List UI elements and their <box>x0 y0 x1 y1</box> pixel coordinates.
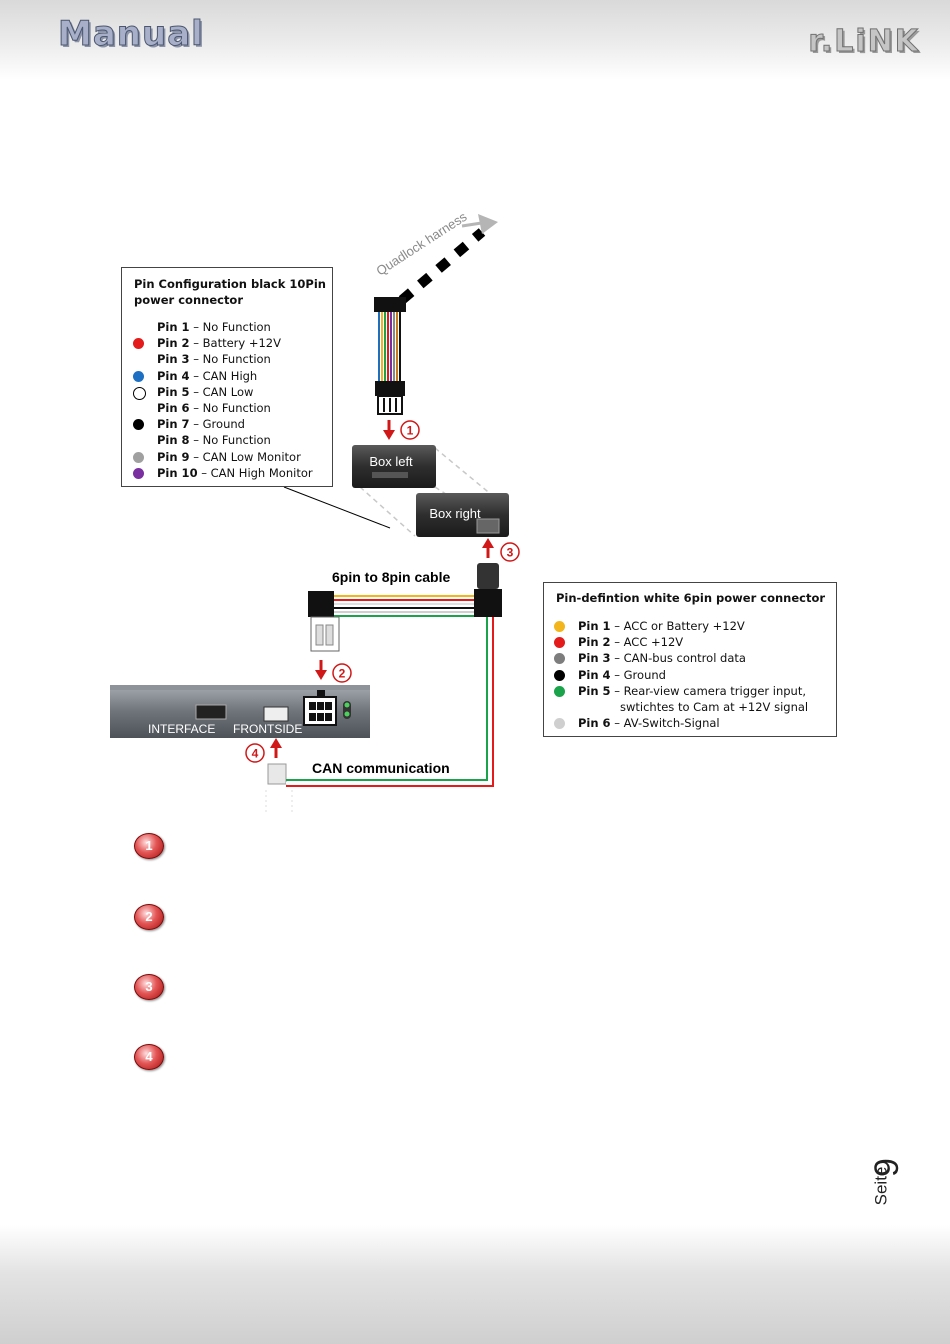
pin-def-6pin-box: Pin-defintion white 6pin power connector… <box>543 582 837 737</box>
color-dot-icon <box>133 467 144 479</box>
color-dot-icon <box>133 338 144 350</box>
pin-config-title-line1: Pin Configuration black 10Pin <box>134 277 326 291</box>
pin-number: Pin 3 <box>578 651 611 666</box>
pin-description: – Ground <box>193 417 245 432</box>
step-marker-2: 2 <box>315 660 352 683</box>
pin-description: – CAN Low <box>193 384 254 399</box>
step-marker-1: 1 <box>383 420 420 440</box>
pin-description: – CAN High <box>193 368 258 383</box>
pin-number: Pin 4 <box>578 667 611 682</box>
step-bullet-1: 1 <box>134 833 164 859</box>
interface-box: INTERFACE FRONTSIDE <box>110 685 370 738</box>
pin-description: – No Function <box>193 320 271 334</box>
pin-description: – AV-Switch-Signal <box>614 716 720 731</box>
pin-description: – ACC +12V <box>614 635 684 650</box>
box-right-label: Box right <box>429 506 481 521</box>
pin-number: Pin 8 <box>157 433 190 448</box>
boxes: Box left Box right <box>352 445 511 537</box>
pin-number: Pin 1 <box>578 619 611 633</box>
manual-title: Manual <box>58 14 204 55</box>
color-dot-icon <box>554 653 565 665</box>
page-number-block: Seite 9 <box>866 1150 926 1230</box>
pin-number: Pin 7 <box>157 417 190 432</box>
color-dot-icon <box>554 685 565 697</box>
color-dot-icon <box>554 637 565 649</box>
cable-label: 6pin to 8pin cable <box>332 569 450 585</box>
pin-description: – ACC or Battery +12V <box>614 619 745 633</box>
pin-number: Pin 4 <box>157 368 190 383</box>
pin-def-title: Pin-defintion white 6pin power connector <box>556 591 826 605</box>
pin-number: Pin 10 <box>157 465 198 480</box>
quadlock-label: Quadlock harness <box>373 209 469 279</box>
page-number: 9 <box>867 1158 906 1177</box>
marker-4-label: 4 <box>252 747 259 761</box>
page-header: Manual r.LiNK <box>0 0 950 80</box>
pin-description: – No Function <box>193 401 271 415</box>
pin-description: – No Function <box>193 352 271 367</box>
6pin-to-8pin-cable: 6pin to 8pin cable <box>308 563 502 652</box>
pin-number: Pin 5 <box>578 683 611 698</box>
can-communication-cable: CAN communication <box>265 617 494 812</box>
pin-number: Pin 6 <box>157 401 190 415</box>
marker-2-label: 2 <box>339 667 346 681</box>
pin-description: – No Function <box>193 433 271 448</box>
pin-config-10pin-box: Pin Configuration black 10Pin power conn… <box>121 267 333 487</box>
pin-description-cont: swtichtes to Cam at +12V signal <box>620 699 809 714</box>
color-dot-icon <box>133 451 144 463</box>
step-bullet-4: 4 <box>134 1044 164 1070</box>
pin-number: Pin 5 <box>157 384 190 399</box>
pin-number: Pin 9 <box>157 449 190 464</box>
color-dot-icon <box>133 419 144 431</box>
color-dot-icon <box>133 386 146 400</box>
page-footer <box>0 1225 950 1344</box>
step-marker-4: 4 <box>245 738 282 763</box>
pin-description: – CAN Low Monitor <box>193 449 301 464</box>
marker-1-label: 1 <box>407 424 414 438</box>
color-dot-icon <box>554 621 565 632</box>
pin-description: – Ground <box>614 667 666 682</box>
color-dot-icon <box>554 718 565 730</box>
arrow-icon <box>478 214 498 234</box>
marker-3-label: 3 <box>507 546 514 560</box>
pin-description: – CAN-bus control data <box>614 651 746 666</box>
step-bullet-3: 3 <box>134 974 164 1000</box>
quadlock-harness: Quadlock harness <box>373 209 498 304</box>
quadlock-adapter-cable <box>374 297 406 415</box>
pin-description: – Rear-view camera trigger input, <box>614 683 807 698</box>
pin-description: – Battery +12V <box>193 336 281 351</box>
pin-number: Pin 6 <box>578 716 611 731</box>
pin-number: Pin 2 <box>578 635 611 650</box>
pin-number: Pin 2 <box>157 336 190 351</box>
can-label: CAN communication <box>312 760 450 776</box>
step-marker-3: 3 <box>482 538 520 562</box>
pin-config-title-line2: power connector <box>134 293 244 307</box>
frontside-label: FRONTSIDE <box>233 722 302 736</box>
box-left-label: Box left <box>369 454 413 469</box>
pin-description: – CAN High Monitor <box>201 465 313 480</box>
color-dot-icon <box>133 370 144 382</box>
interface-label: INTERFACE <box>148 722 215 736</box>
step-bullet-2: 2 <box>134 904 164 930</box>
brand-logo: r.LiNK <box>808 24 920 60</box>
color-dot-icon <box>554 669 565 681</box>
pin-number: Pin 3 <box>157 352 190 367</box>
pin-number: Pin 1 <box>157 320 190 334</box>
